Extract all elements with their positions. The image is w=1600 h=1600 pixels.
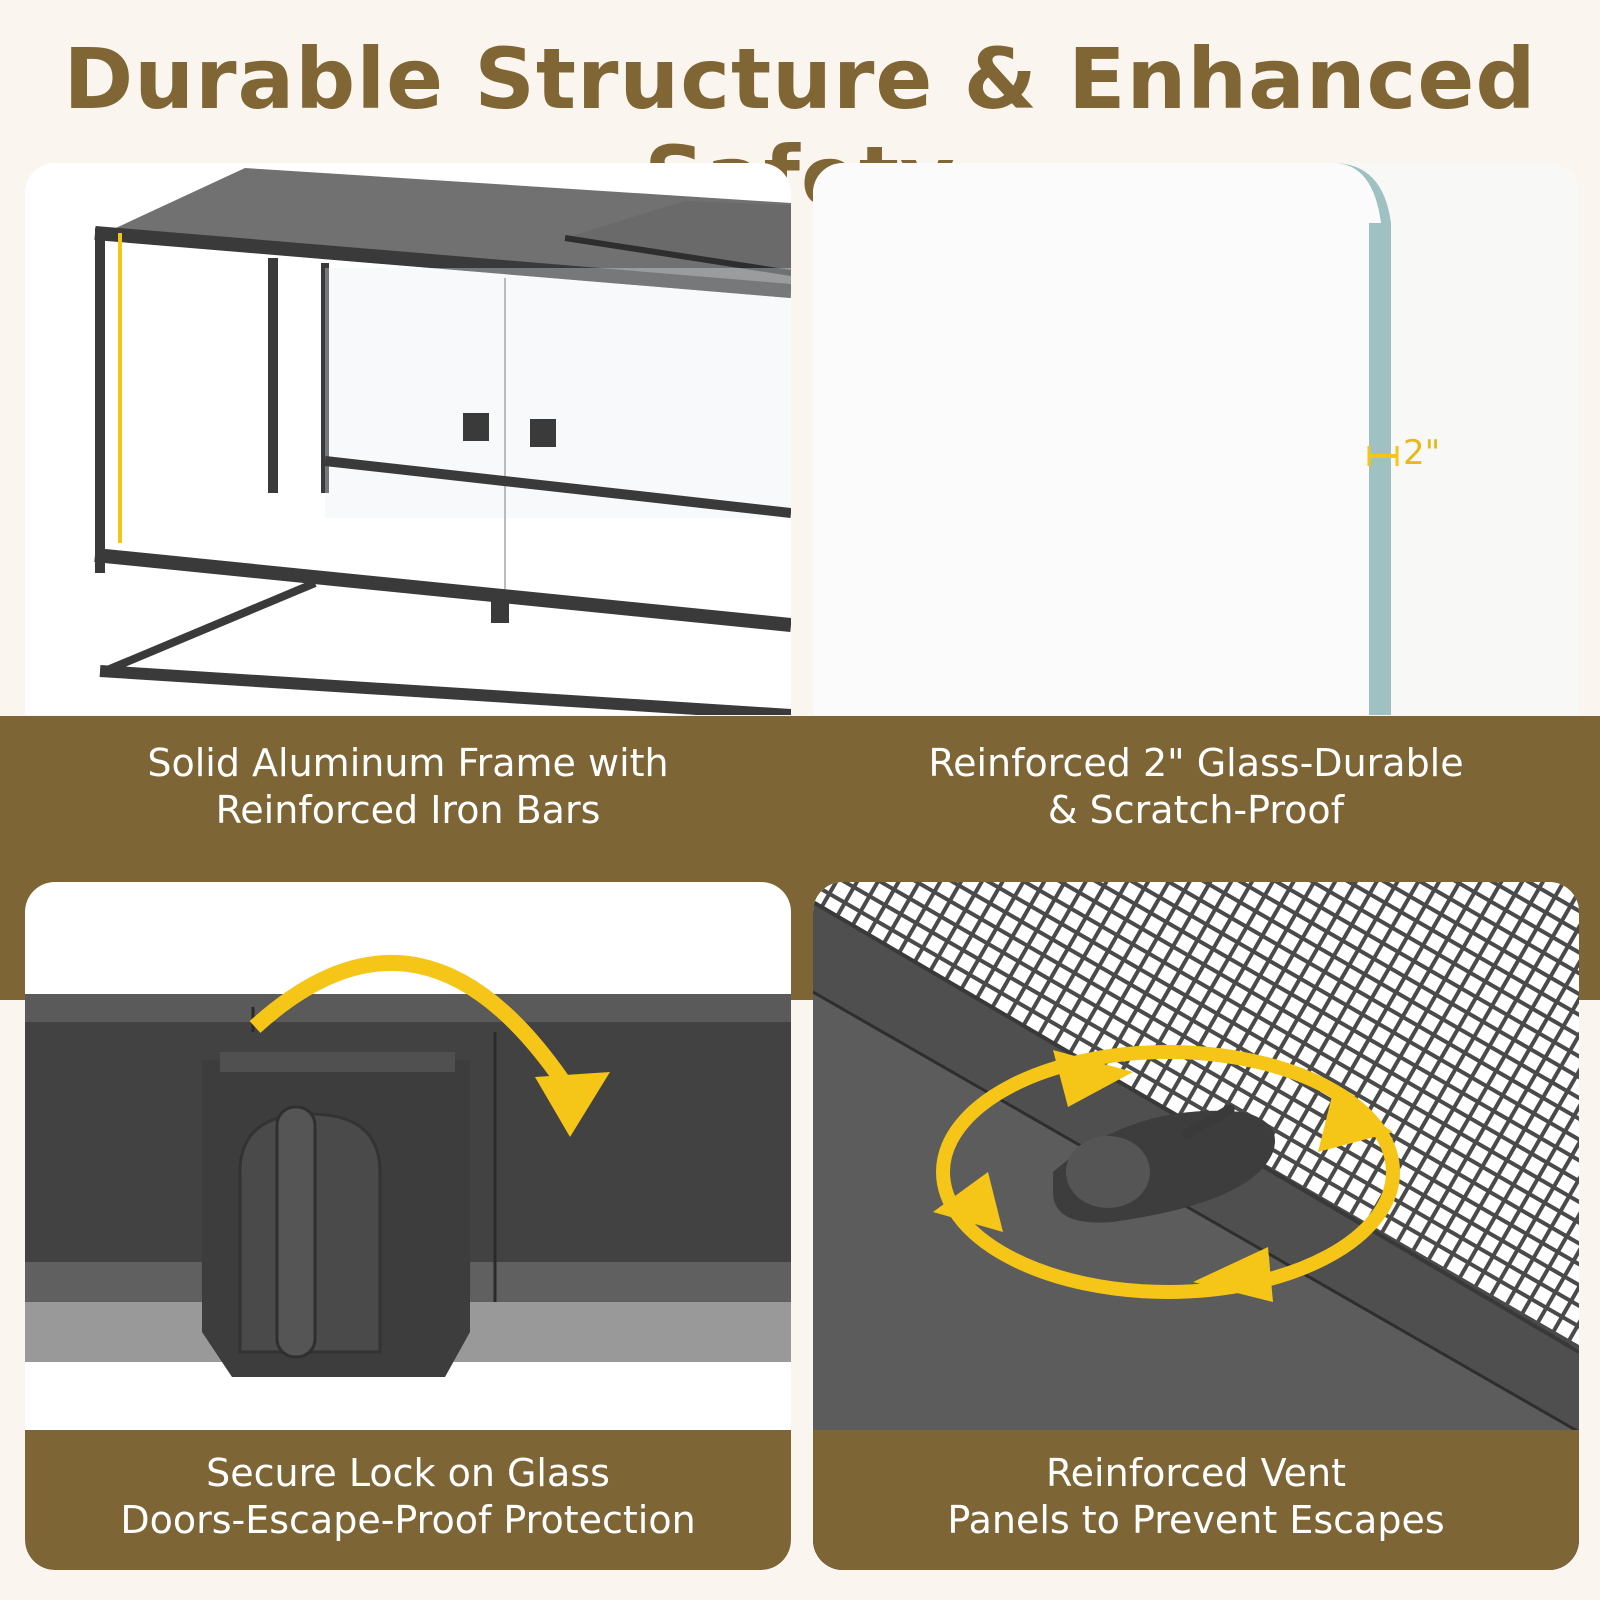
lock-image-panel: Secure Lock on Glass Doors-Escape-Proof … bbox=[25, 882, 791, 1570]
frame-caption-line2: Reinforced Iron Bars bbox=[215, 788, 601, 832]
glass-caption-line2: & Scratch-Proof bbox=[1047, 788, 1345, 832]
lock-caption-box: Secure Lock on Glass Doors-Escape-Proof … bbox=[25, 1430, 791, 1570]
frame-caption-line1: Solid Aluminum Frame with bbox=[147, 741, 669, 785]
lock-caption-line2: Doors-Escape-Proof Protection bbox=[120, 1498, 696, 1542]
frame-caption: Solid Aluminum Frame with Reinforced Iro… bbox=[25, 740, 791, 834]
vent-caption-box: Reinforced Vent Panels to Prevent Escape… bbox=[813, 1430, 1579, 1570]
glass-thickness-label: 2" bbox=[1403, 433, 1441, 473]
frame-image-panel bbox=[25, 163, 791, 715]
lock-caption: Secure Lock on Glass Doors-Escape-Proof … bbox=[25, 1450, 791, 1544]
lock-caption-line1: Secure Lock on Glass bbox=[206, 1451, 610, 1495]
glass-caption: Reinforced 2" Glass-Durable & Scratch-Pr… bbox=[813, 740, 1579, 834]
vent-caption-line1: Reinforced Vent bbox=[1045, 1451, 1346, 1495]
glass-pane-illustration bbox=[813, 163, 1399, 715]
vent-caption: Reinforced Vent Panels to Prevent Escape… bbox=[813, 1450, 1579, 1544]
glass-caption-line1: Reinforced 2" Glass-Durable bbox=[928, 741, 1464, 785]
terrarium-frame-illustration bbox=[94, 168, 791, 715]
vent-caption-line2: Panels to Prevent Escapes bbox=[947, 1498, 1445, 1542]
glass-image-panel: 2" bbox=[813, 163, 1579, 715]
door-lock-illustration bbox=[25, 955, 791, 1377]
vent-image-panel: Reinforced Vent Panels to Prevent Escape… bbox=[813, 882, 1579, 1570]
